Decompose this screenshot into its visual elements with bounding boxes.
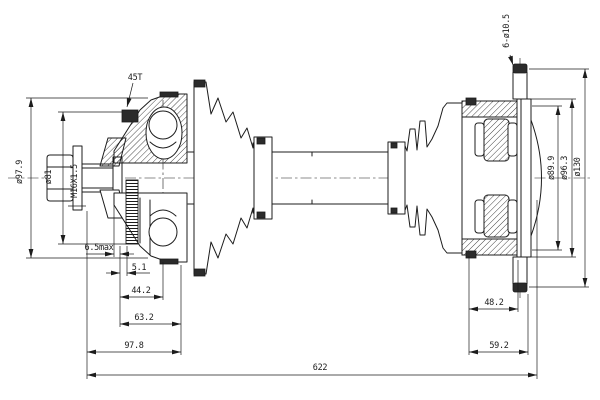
flange-stud-cap-bottom bbox=[512, 282, 528, 293]
label-59-2: 59.2 bbox=[489, 341, 508, 351]
abs-ring-section bbox=[121, 109, 139, 123]
inner-race-arc-bottom bbox=[149, 209, 177, 217]
outer-boot-big-clamp-lower bbox=[193, 268, 206, 277]
label-dia-97-9: ø97.9 bbox=[15, 160, 25, 184]
label-spline-count: 45T bbox=[128, 73, 143, 83]
outer-boot-big-clamp bbox=[193, 79, 206, 88]
label-6-5max: 6.5max bbox=[85, 243, 114, 253]
leader-bolt-holes bbox=[508, 54, 514, 66]
label-bolt-holes: 6-ø10.5 bbox=[502, 14, 512, 48]
label-dia-81: ø81 bbox=[44, 170, 54, 185]
flange-stud-bottom bbox=[512, 256, 528, 285]
label-dia-130: ø130 bbox=[573, 157, 583, 176]
tripod-roller bbox=[507, 122, 518, 157]
clamp-buckle bbox=[256, 137, 266, 145]
drive-flange bbox=[516, 98, 532, 258]
dimension-labels: 45T ø97.9 ø81 M16X1.5 6.5max 5.1 44.2 63… bbox=[15, 14, 583, 373]
inner-boot-small-clamp bbox=[387, 141, 406, 215]
clamp-buckle bbox=[256, 211, 266, 219]
label-dia-96-3: ø96.3 bbox=[560, 156, 570, 180]
label-dia-89-9: ø89.9 bbox=[547, 156, 557, 180]
label-63-2: 63.2 bbox=[134, 313, 153, 323]
boot-seat-groove bbox=[159, 91, 179, 98]
dimension-lines bbox=[26, 54, 589, 379]
inner-boot-big-clamp bbox=[465, 97, 477, 106]
clamp-buckle bbox=[390, 207, 398, 214]
inner-boot-big-clamp-lower bbox=[465, 250, 477, 259]
bearing-ball-bottom bbox=[148, 217, 178, 247]
label-97-8: 97.8 bbox=[124, 341, 143, 351]
bearing-ball-top bbox=[148, 110, 178, 140]
tripod-roller bbox=[474, 122, 485, 157]
tripod-roller bbox=[507, 199, 518, 234]
tripod-section-bottom bbox=[483, 194, 510, 238]
flange-dome-cap bbox=[530, 119, 542, 237]
label-5-1: 5.1 bbox=[132, 263, 147, 273]
label-thread-spec: M16X1.5 bbox=[70, 164, 80, 198]
outer-boot-small-clamp bbox=[253, 136, 273, 220]
inner-cv-joint bbox=[461, 63, 542, 293]
label-622: 622 bbox=[313, 363, 328, 373]
inner-boot bbox=[387, 102, 463, 254]
inner-race-arc-top bbox=[149, 141, 177, 149]
outer-cv-joint bbox=[99, 91, 188, 265]
hub-bolt bbox=[46, 145, 123, 211]
boot-seat-groove-lower bbox=[159, 258, 179, 265]
abs-ring-teeth bbox=[125, 179, 139, 245]
flange-stud-top bbox=[512, 71, 528, 100]
flange-stud-cap-top bbox=[512, 63, 528, 74]
clamp-buckle bbox=[390, 142, 398, 149]
inner-boot-bellows bbox=[388, 102, 463, 254]
leader-45t bbox=[126, 82, 134, 108]
label-48-2: 48.2 bbox=[484, 298, 503, 308]
tripod-section-top bbox=[483, 118, 510, 162]
tripod-roller bbox=[474, 199, 485, 234]
outer-boot bbox=[193, 79, 273, 277]
label-44-2: 44.2 bbox=[131, 286, 150, 296]
